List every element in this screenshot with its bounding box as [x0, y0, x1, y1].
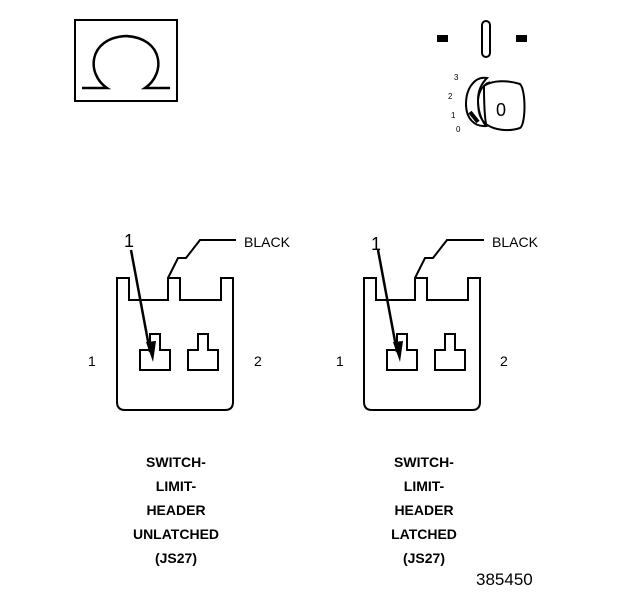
- pin-label-right: 2: [254, 353, 262, 369]
- connector-caption-latched: SWITCH- LIMIT- HEADER LATCHED (JS27): [324, 450, 524, 570]
- caption-line: LATCHED: [391, 526, 457, 542]
- ignition-position-0: 0: [456, 125, 461, 134]
- connector-unlatched: [116, 239, 236, 411]
- caption-line: SWITCH-: [394, 454, 454, 470]
- pointer-number-1: 1: [124, 231, 134, 251]
- key-label: 0: [496, 100, 506, 120]
- caption-line: (JS27): [154, 550, 198, 566]
- figure-number: 385450: [476, 570, 533, 589]
- ignition-position-1: 1: [451, 111, 456, 120]
- pin-label-right: 2: [500, 353, 508, 369]
- pin-label-left: 1: [336, 353, 344, 369]
- ignition-position-2: 2: [448, 92, 453, 101]
- caption-line: HEADER: [394, 502, 454, 518]
- connector-latched: [363, 239, 484, 411]
- wire-color-label: BLACK: [244, 234, 291, 250]
- caption-line: HEADER: [146, 502, 206, 518]
- ohm-symbol-icon: [74, 19, 178, 102]
- caption-line: LIMIT-: [403, 478, 445, 494]
- ignition-position-3: 3: [454, 73, 459, 82]
- wire-color-label: BLACK: [492, 234, 539, 250]
- caption-line: UNLATCHED: [132, 526, 220, 542]
- caption-line: (JS27): [402, 550, 446, 566]
- pointer-number-1: 1: [371, 234, 381, 254]
- pin-label-left: 1: [88, 353, 96, 369]
- ignition-key-icon: [437, 20, 527, 132]
- caption-line: SWITCH-: [146, 454, 206, 470]
- connector-caption-unlatched: SWITCH- LIMIT- HEADER UNLATCHED (JS27): [76, 450, 276, 570]
- caption-line: LIMIT-: [155, 478, 197, 494]
